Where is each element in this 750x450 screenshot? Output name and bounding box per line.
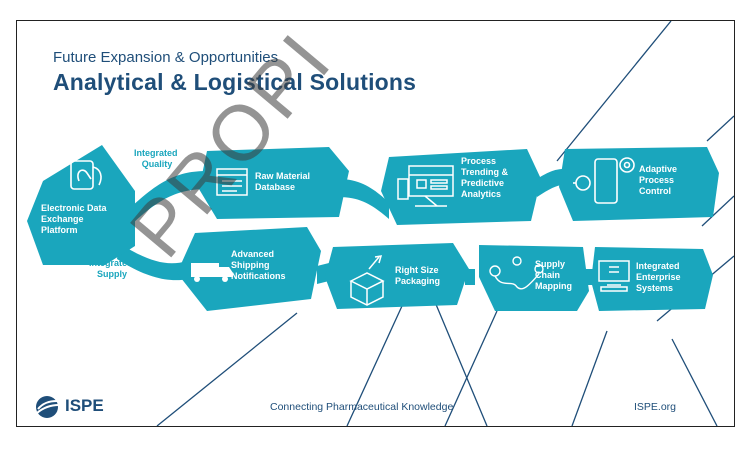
adaptive-line-1: Adaptive bbox=[639, 164, 677, 174]
slide: Electronic Data Exchange Platform Raw Ma… bbox=[16, 20, 735, 427]
computer-monitor-icon bbox=[598, 260, 630, 292]
supply-line-1: Supply bbox=[535, 259, 565, 269]
node-enterprise bbox=[591, 247, 713, 311]
raw-line-1: Raw Material bbox=[255, 171, 310, 181]
packaging-line-1: Right Size bbox=[395, 265, 439, 275]
database-browser-icon bbox=[216, 168, 248, 196]
connector-bands bbox=[117, 169, 593, 285]
supply-conn-line-1: Integrated bbox=[89, 258, 133, 268]
node-adaptive-process bbox=[559, 147, 719, 221]
edx-label: Electronic Data Exchange Platform bbox=[41, 203, 109, 235]
node-process-trending bbox=[381, 149, 541, 225]
process-line-4: Analytics bbox=[461, 189, 501, 199]
truck-icon bbox=[191, 263, 233, 282]
shipping-line-3: Notifications bbox=[231, 271, 286, 281]
node-raw-material bbox=[199, 147, 349, 219]
enterprise-line-3: Systems bbox=[636, 283, 673, 293]
ispe-logo-text: ISPE bbox=[65, 396, 104, 415]
supply-line-2: Chain bbox=[535, 270, 560, 280]
mobile-gear-icon bbox=[573, 157, 635, 204]
footer-url[interactable]: ISPE.org bbox=[634, 401, 677, 413]
integrated-quality-label: Integrated Quality bbox=[134, 148, 180, 169]
slide-subtitle: Future Expansion & Opportunities bbox=[53, 49, 279, 66]
adaptive-line-2: Process bbox=[639, 175, 674, 185]
edx-line-1: Electronic Data bbox=[41, 203, 108, 213]
enterprise-line-1: Integrated bbox=[636, 261, 680, 271]
quality-line-1: Integrated bbox=[134, 148, 178, 158]
shipping-label: Advanced Shipping Notifications bbox=[231, 249, 286, 281]
ispe-logo-icon bbox=[36, 396, 60, 418]
node-shipping bbox=[177, 227, 321, 311]
supply-conn-line-2: Supply bbox=[97, 269, 127, 279]
flow-diagram: Electronic Data Exchange Platform Raw Ma… bbox=[27, 21, 734, 426]
node-supply-chain bbox=[479, 245, 589, 311]
integrated-supply-label: Integrated Supply bbox=[89, 258, 135, 279]
shipping-line-1: Advanced bbox=[231, 249, 274, 259]
process-line-2: Trending & bbox=[461, 167, 509, 177]
shipping-line-2: Shipping bbox=[231, 260, 270, 270]
edx-line-3: Platform bbox=[41, 225, 78, 235]
supply-line-3: Mapping bbox=[535, 281, 572, 291]
edx-line-2: Exchange bbox=[41, 214, 84, 224]
enterprise-label: Integrated Enterprise Systems bbox=[636, 261, 683, 293]
quality-line-2: Quality bbox=[142, 159, 173, 169]
enterprise-line-2: Enterprise bbox=[636, 272, 681, 282]
process-line-3: Predictive bbox=[461, 178, 504, 188]
analytics-monitor-icon bbox=[397, 165, 454, 207]
footer-tagline: Connecting Pharmaceutical Knowledge bbox=[270, 401, 454, 413]
node-right-size bbox=[325, 243, 469, 309]
supply-chain-label: Supply Chain Mapping bbox=[535, 259, 572, 291]
decorative-lines bbox=[156, 21, 734, 426]
process-line-1: Process bbox=[461, 156, 496, 166]
packaging-line-2: Packaging bbox=[395, 276, 440, 286]
raw-material-label: Raw Material Database bbox=[255, 171, 313, 192]
node-edx bbox=[27, 145, 135, 265]
raw-line-2: Database bbox=[255, 182, 295, 192]
process-label: Process Trending & Predictive Analytics bbox=[461, 156, 511, 199]
map-pins-icon bbox=[489, 256, 544, 290]
adaptive-line-3: Control bbox=[639, 186, 671, 196]
box-package-icon bbox=[349, 255, 385, 306]
packaging-label: Right Size Packaging bbox=[395, 265, 441, 286]
slide-title: Analytical & Logistical Solutions bbox=[53, 69, 417, 95]
hand-device-icon bbox=[70, 160, 102, 190]
adaptive-label: Adaptive Process Control bbox=[639, 164, 680, 196]
